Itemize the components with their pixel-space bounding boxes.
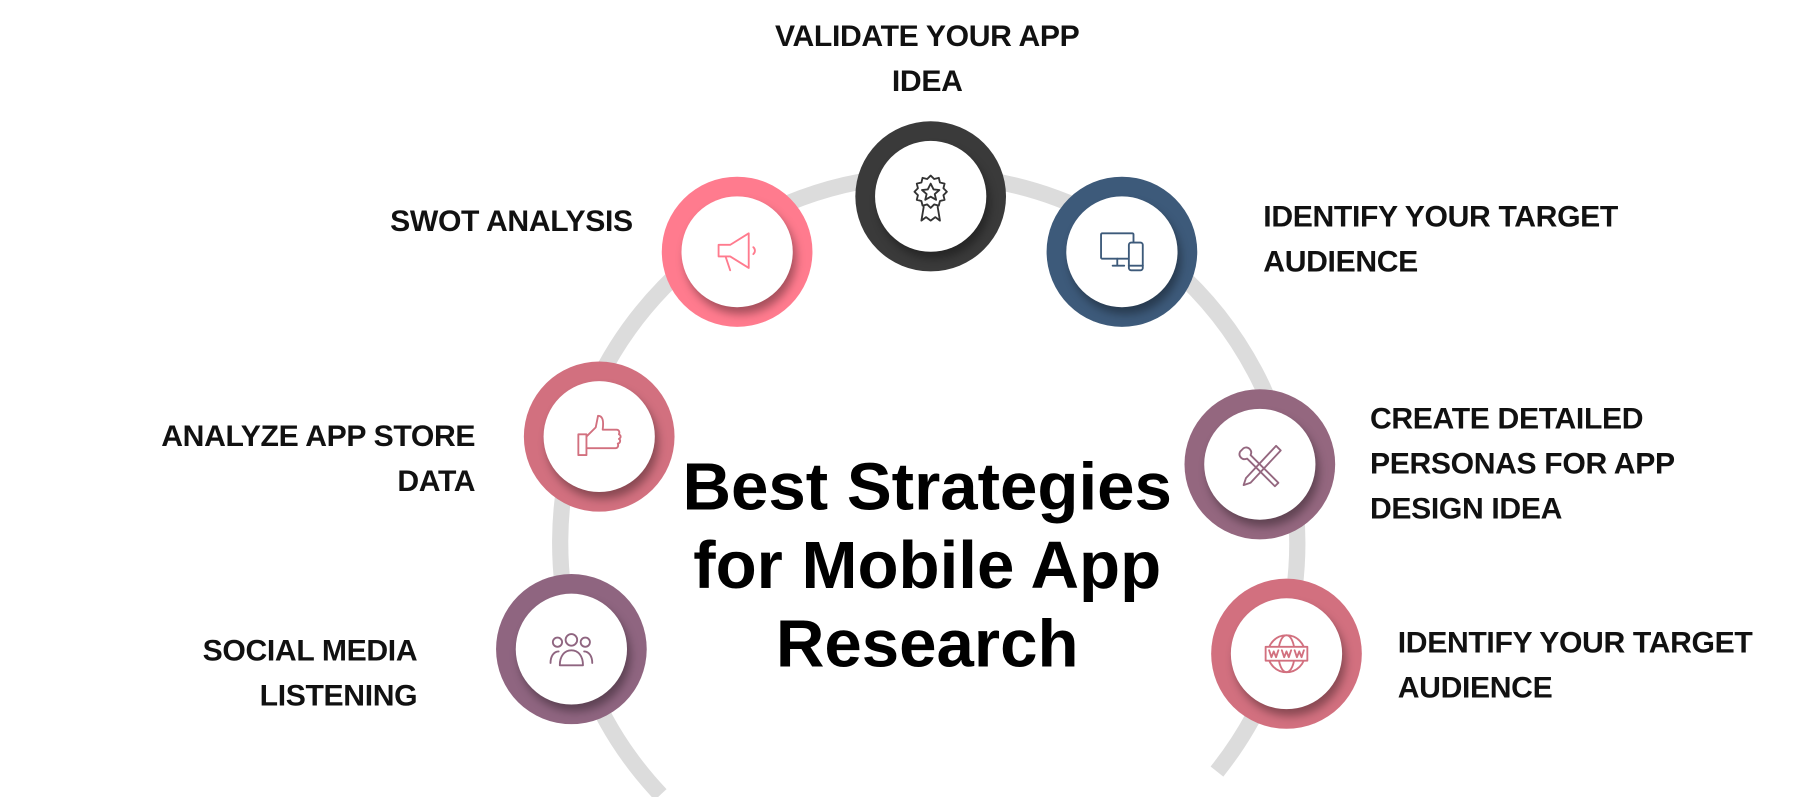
people-group-icon bbox=[549, 633, 594, 667]
step-personas-node bbox=[1184, 389, 1336, 540]
step-personas-label: CREATE DETAILED PERSONAS FOR APP DESIGN … bbox=[1369, 400, 1675, 526]
step-social-label: SOCIAL MEDIA LISTENING bbox=[202, 632, 418, 713]
thumbs-up-icon bbox=[577, 414, 622, 456]
diagram-title: Best Strategies for Mobile App Research bbox=[682, 449, 1172, 682]
step-swot-label: SWOT ANALYSIS bbox=[390, 203, 633, 238]
step-analyze-node bbox=[523, 361, 675, 512]
www-globe-icon bbox=[1264, 634, 1309, 674]
devices-icon bbox=[1100, 232, 1144, 272]
award-badge-icon bbox=[913, 174, 948, 222]
step-target-audience-2-label: IDENTIFY YOUR TARGET AUDIENCE bbox=[1397, 624, 1753, 705]
step-validate-label: VALIDATE YOUR APP IDEA bbox=[774, 18, 1080, 99]
step-target-audience-label: IDENTIFY YOUR TARGET AUDIENCE bbox=[1263, 198, 1619, 279]
step-analyze-label: ANALYZE APP STORE DATA bbox=[161, 418, 476, 498]
step-validate-node bbox=[855, 121, 1007, 272]
step-swot-node bbox=[661, 176, 813, 327]
megaphone-icon bbox=[717, 232, 756, 272]
step-target-audience-2-node bbox=[1211, 578, 1362, 729]
step-social-node bbox=[496, 574, 647, 725]
step-target-audience-node bbox=[1046, 176, 1198, 327]
design-tools-icon bbox=[1238, 444, 1282, 488]
